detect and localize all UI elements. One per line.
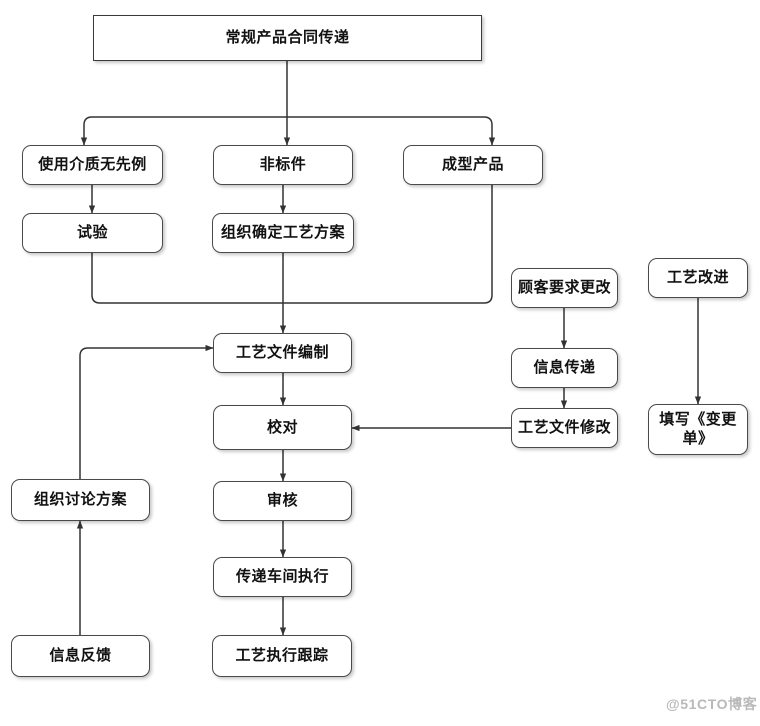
flow-node-n5[interactable]: 试验 xyxy=(22,213,163,253)
flow-node-label: 工艺执行跟踪 xyxy=(235,647,329,665)
flow-node-n10[interactable]: 信息传递 xyxy=(511,348,618,388)
flow-node-n6[interactable]: 组织确定工艺方案 xyxy=(212,213,354,253)
flow-node-label: 校对 xyxy=(266,418,298,436)
flow-node-label: 非标件 xyxy=(259,156,307,174)
flow-node-label: 组织讨论方案 xyxy=(33,491,127,509)
flow-node-label: 工艺文件修改 xyxy=(517,419,611,437)
flow-node-label: 传递车间执行 xyxy=(235,568,329,586)
flow-node-n17[interactable]: 信息反馈 xyxy=(11,635,150,677)
flow-node-n15[interactable]: 审核 xyxy=(213,481,352,521)
flow-node-n9[interactable]: 工艺文件编制 xyxy=(213,333,352,373)
flow-node-n13[interactable]: 填写《变更单》 xyxy=(648,404,748,455)
flow-node-n11[interactable]: 校对 xyxy=(213,405,352,450)
flow-node-n12[interactable]: 工艺文件修改 xyxy=(511,408,618,448)
flow-node-n1[interactable]: 常规产品合同传递 xyxy=(93,15,482,61)
flow-node-n14[interactable]: 组织讨论方案 xyxy=(11,479,150,521)
flow-node-n3[interactable]: 非标件 xyxy=(213,145,353,185)
flow-node-n8[interactable]: 工艺改进 xyxy=(648,258,748,298)
flow-node-n7[interactable]: 顾客要求更改 xyxy=(511,268,618,308)
edge-n14-n9 xyxy=(79,344,214,479)
flow-node-label: 信息传递 xyxy=(533,359,596,377)
flow-node-label: 试验 xyxy=(76,224,108,242)
flow-node-label: 工艺改进 xyxy=(666,269,729,287)
flow-node-label: 信息反馈 xyxy=(49,647,112,665)
flow-node-label: 顾客要求更改 xyxy=(517,279,611,297)
watermark: @51CTO博客 xyxy=(666,696,758,712)
flow-node-n16[interactable]: 传递车间执行 xyxy=(213,557,352,597)
flow-node-label: 使用介质无先例 xyxy=(38,156,147,174)
flow-node-label: 成型产品 xyxy=(441,156,504,174)
edge-n5-bus xyxy=(91,253,283,304)
flow-node-n2[interactable]: 使用介质无先例 xyxy=(22,145,163,185)
flow-node-label: 组织确定工艺方案 xyxy=(220,224,345,242)
flow-node-label: 常规产品合同传递 xyxy=(225,29,350,47)
flow-node-n4[interactable]: 成型产品 xyxy=(403,145,543,185)
flow-node-label: 审核 xyxy=(266,492,298,510)
edge-n1-n2 xyxy=(80,116,287,146)
flow-node-n18[interactable]: 工艺执行跟踪 xyxy=(212,635,352,677)
flow-node-label: 工艺文件编制 xyxy=(235,344,329,362)
flow-node-label: 填写《变更单》 xyxy=(659,410,737,447)
edge-n1-n4 xyxy=(287,116,496,146)
